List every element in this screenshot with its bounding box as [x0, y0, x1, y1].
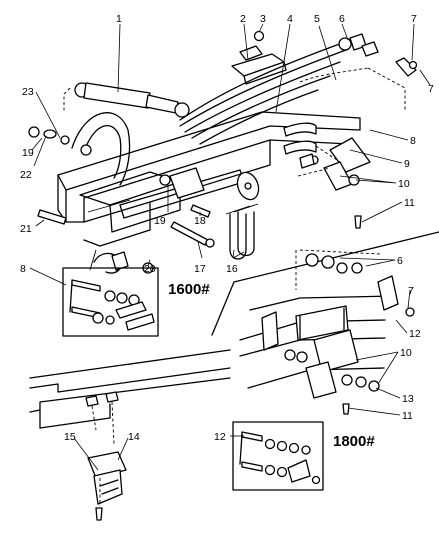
bolt-17 [170, 221, 209, 246]
callout-5: 5 [314, 13, 320, 25]
callout-3: 3 [260, 13, 266, 25]
inset-1800-shackle-kit [232, 421, 324, 491]
callout-12-assembly: 12 [409, 328, 421, 340]
nut-19-center [159, 174, 171, 186]
wheel-fender [71, 112, 131, 186]
frame-rail-1800 [239, 295, 393, 389]
callout-19-center: 19 [154, 215, 166, 227]
callout-11-main: 11 [404, 197, 415, 209]
callout-23: 23 [22, 86, 34, 98]
variant-label-1600: 1600# [168, 281, 210, 298]
jounce-bumper [87, 451, 127, 521]
callout-9: 9 [404, 158, 410, 170]
shackle-plate-7 [395, 57, 417, 77]
leader-lines [31, 23, 431, 471]
bolt-11 [354, 215, 362, 229]
leaf-spring [179, 37, 352, 145]
callout-10-lower: 10 [400, 347, 412, 359]
callout-14: 14 [128, 431, 140, 443]
spring-plate-top [231, 30, 287, 85]
shock-absorber [63, 82, 190, 118]
lower-frame-rail [29, 349, 231, 445]
spring-seat [169, 167, 205, 199]
washer-22 [43, 129, 57, 139]
spring-eye-front [338, 37, 352, 51]
u-bolts [225, 203, 259, 260]
callout-1: 1 [116, 13, 122, 25]
callout-18: 18 [194, 215, 206, 227]
callout-15: 15 [64, 431, 76, 443]
bushing-23 [60, 135, 70, 145]
callout-16: 16 [226, 263, 238, 275]
callout-11-lower: 11 [402, 410, 413, 422]
callout-8-inset: 8 [20, 263, 26, 275]
inset-1600-shackle-kit [62, 267, 159, 337]
rear-shackle-hanger [299, 33, 418, 112]
callout-8-main: 8 [410, 135, 416, 147]
callout-17: 17 [194, 263, 206, 275]
bolts-and-nuts-main [28, 126, 215, 274]
callout-13: 13 [402, 393, 414, 405]
callout-7-top: 7 [411, 13, 417, 25]
callout-20: 20 [144, 263, 156, 275]
nut-19-left [28, 126, 40, 138]
hanger-1800 [313, 329, 359, 373]
callout-6-lower: 6 [397, 255, 403, 267]
shock-lower-eye [174, 102, 190, 118]
callout-7-lower: 7 [408, 285, 414, 297]
section-divider [211, 231, 439, 336]
callout-numbers: 1 2 3 4 5 6 7 7 8 9 10 11 23 19 22 21 19… [20, 13, 434, 443]
plate-nut-icon [253, 30, 265, 42]
brake-line-clip [89, 249, 129, 274]
callout-7-side: 7 [428, 83, 434, 95]
variant-label-1800: 1800# [333, 433, 375, 450]
callout-4: 4 [287, 13, 293, 25]
callout-21: 21 [20, 223, 32, 235]
callout-22: 22 [20, 169, 32, 181]
bolt-15 [95, 507, 103, 521]
callout-10-main: 10 [398, 178, 410, 190]
bolt-18 [190, 204, 211, 218]
callout-12-inset: 12 [214, 431, 226, 443]
spring-hanger-assembly [283, 122, 371, 229]
leader-8-inset [29, 267, 67, 286]
callout-2: 2 [240, 13, 246, 25]
callout-19-left: 19 [22, 147, 34, 159]
bolt-21 [37, 209, 67, 225]
shackle-1800 [284, 249, 415, 415]
axle-tube [119, 167, 260, 219]
callout-6-top: 6 [339, 13, 345, 25]
